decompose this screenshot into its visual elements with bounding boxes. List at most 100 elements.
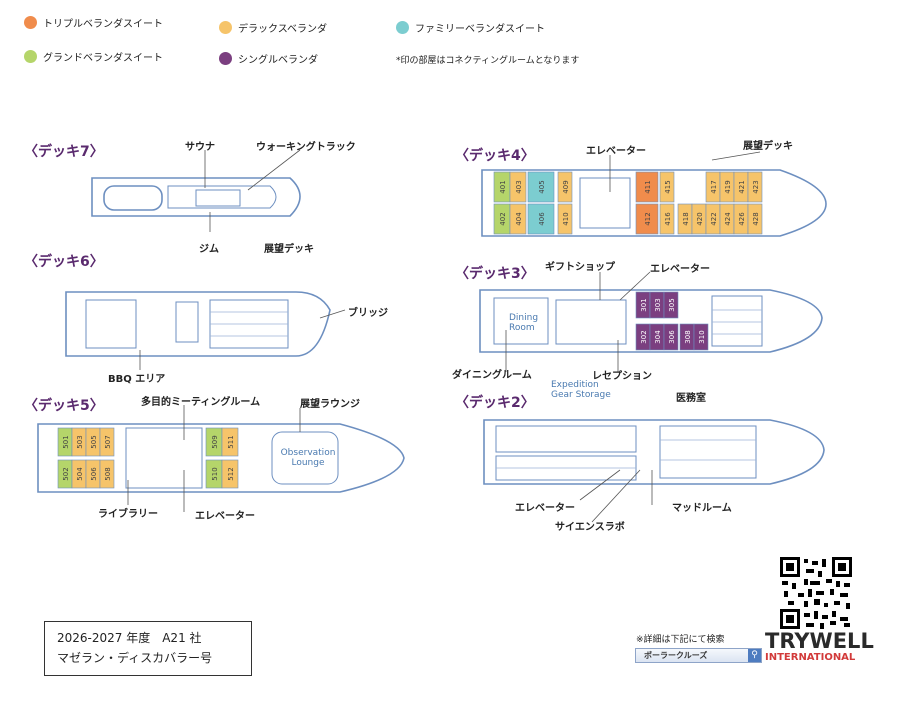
deck2-mud-label: マッドルーム bbox=[672, 503, 732, 514]
cabin-number: 417 bbox=[710, 180, 718, 193]
legend-swatch bbox=[24, 16, 37, 29]
deck7-title: 〈デッキ7〉 bbox=[24, 144, 104, 160]
cabin-number: 507 bbox=[104, 435, 112, 448]
cabin-number: 505 bbox=[90, 435, 98, 448]
deck3-reception-label: レセプション bbox=[592, 371, 652, 382]
cabin-number: 404 bbox=[515, 212, 523, 226]
deck3-title: 〈デッキ3〉 bbox=[455, 266, 535, 282]
cabin-number: 304 bbox=[654, 330, 662, 344]
cabin-number: 509 bbox=[211, 435, 219, 448]
deck6-title: 〈デッキ6〉 bbox=[24, 254, 104, 270]
deck4-title: 〈デッキ4〉 bbox=[455, 148, 535, 164]
cabin-number: 510 bbox=[211, 467, 219, 480]
deck7-gym-label: ジム bbox=[199, 244, 219, 255]
deck3-hull bbox=[479, 289, 823, 353]
cabin-block bbox=[509, 203, 527, 235]
cabin-number: 423 bbox=[752, 180, 760, 193]
cabin-block bbox=[99, 427, 115, 457]
legend-swatch bbox=[219, 21, 232, 34]
cabin-block bbox=[747, 203, 763, 235]
search-box[interactable]: ポーラークルーズ ⚲ bbox=[635, 648, 762, 663]
cabin-block bbox=[221, 459, 239, 489]
qr-code[interactable] bbox=[780, 557, 852, 629]
deck4-elevator-label: エレベーター bbox=[586, 146, 646, 157]
deck6-bbq-label: BBQ エリア bbox=[108, 374, 166, 385]
deck2-medical-label: 医務室 bbox=[676, 393, 706, 404]
legend-label: グランドベランダスイート bbox=[43, 53, 163, 64]
magnifier-icon[interactable]: ⚲ bbox=[748, 649, 761, 662]
ship-name: マゼラン・ディスカバラー号 bbox=[57, 651, 213, 665]
cabin-number: 412 bbox=[644, 212, 652, 225]
search-note: ※詳細は下記にて検索 bbox=[636, 635, 725, 645]
deck5-title: 〈デッキ5〉 bbox=[24, 398, 104, 414]
legend-item-grand: グランドベランダスイート bbox=[24, 49, 163, 64]
cabin-number: 418 bbox=[682, 212, 690, 225]
cabin-number: 508 bbox=[104, 467, 112, 480]
search-input[interactable]: ポーラークルーズ bbox=[644, 651, 708, 660]
brand-bottom: INTERNATIONAL bbox=[765, 652, 856, 663]
season-info-box: 2026-2027 年度 A21 社 マゼラン・ディスカバラー号 bbox=[44, 621, 252, 676]
cabin-number: 302 bbox=[640, 330, 648, 343]
deck5-library-label: ライブラリー bbox=[98, 509, 158, 520]
legend-swatch bbox=[219, 52, 232, 65]
season-line: 2026-2027 年度 A21 社 bbox=[57, 631, 202, 645]
cabin-number: 403 bbox=[515, 180, 523, 193]
cabin-block bbox=[99, 459, 115, 489]
deck5-elevator-label: エレベーター bbox=[195, 511, 255, 522]
legend-item-single: シングルベランダ bbox=[219, 51, 318, 66]
cabin-number: 410 bbox=[562, 212, 570, 225]
deck5-meeting-label: 多目的ミーティングルーム bbox=[141, 397, 261, 408]
deck6-bridge-label: ブリッジ bbox=[348, 308, 388, 319]
cabin-number: 419 bbox=[724, 180, 732, 193]
cabin-number: 422 bbox=[710, 212, 718, 225]
cabin-number: 401 bbox=[499, 180, 507, 193]
connecting-room-note: *印の部屋はコネクティングルームとなります bbox=[396, 56, 580, 66]
legend-label: デラックスベランダ bbox=[238, 24, 327, 35]
cabin-block bbox=[557, 203, 573, 235]
legend-label: ファミリーベランダスイート bbox=[415, 24, 545, 35]
cabin-block bbox=[747, 171, 763, 203]
cabin-number: 504 bbox=[76, 467, 84, 481]
cabin-number: 310 bbox=[698, 330, 706, 343]
cabin-number: 303 bbox=[654, 298, 662, 311]
legend-item-triple: トリプルベランダスイート bbox=[24, 15, 163, 30]
cabin-block bbox=[663, 323, 679, 351]
cabin-number: 405 bbox=[538, 180, 546, 193]
cabin-block bbox=[527, 171, 555, 203]
deck3-dining-label: ダイニングルーム bbox=[452, 370, 532, 381]
deck7-track bbox=[167, 185, 277, 209]
cabin-number: 424 bbox=[724, 212, 732, 226]
deck2-science-label: サイエンスラボ bbox=[555, 522, 625, 533]
brand-top: TRYWELL bbox=[765, 629, 874, 653]
cabin-number: 306 bbox=[668, 330, 676, 344]
legend-label: トリプルベランダスイート bbox=[43, 19, 163, 30]
deck3-elevator-label: エレベーター bbox=[650, 264, 710, 275]
legend-label: シングルベランダ bbox=[238, 55, 318, 66]
cabin-block bbox=[557, 171, 573, 203]
cabin-block bbox=[659, 171, 675, 203]
deck7-observation-label: 展望デッキ bbox=[264, 244, 314, 255]
cabin-number: 428 bbox=[752, 212, 760, 225]
cabin-number: 402 bbox=[499, 212, 507, 225]
deck7-hull bbox=[91, 177, 301, 217]
deck5-hull bbox=[37, 423, 405, 493]
deck7-sauna-room bbox=[103, 185, 163, 211]
brand-logo: TRYWELL INTERNATIONAL bbox=[765, 630, 874, 663]
cabin-number: 503 bbox=[76, 435, 84, 448]
legend-item-deluxe: デラックスベランダ bbox=[219, 20, 327, 35]
cabin-number: 421 bbox=[738, 180, 746, 193]
legend-swatch bbox=[396, 21, 409, 34]
cabin-block bbox=[527, 203, 555, 235]
cabin-number: 420 bbox=[696, 212, 704, 225]
cabin-number: 415 bbox=[664, 180, 672, 193]
cabin-block bbox=[635, 171, 659, 203]
cabin-number: 406 bbox=[538, 212, 546, 226]
cabin-block bbox=[663, 291, 679, 319]
deck7-sauna-label: サウナ bbox=[185, 142, 215, 153]
